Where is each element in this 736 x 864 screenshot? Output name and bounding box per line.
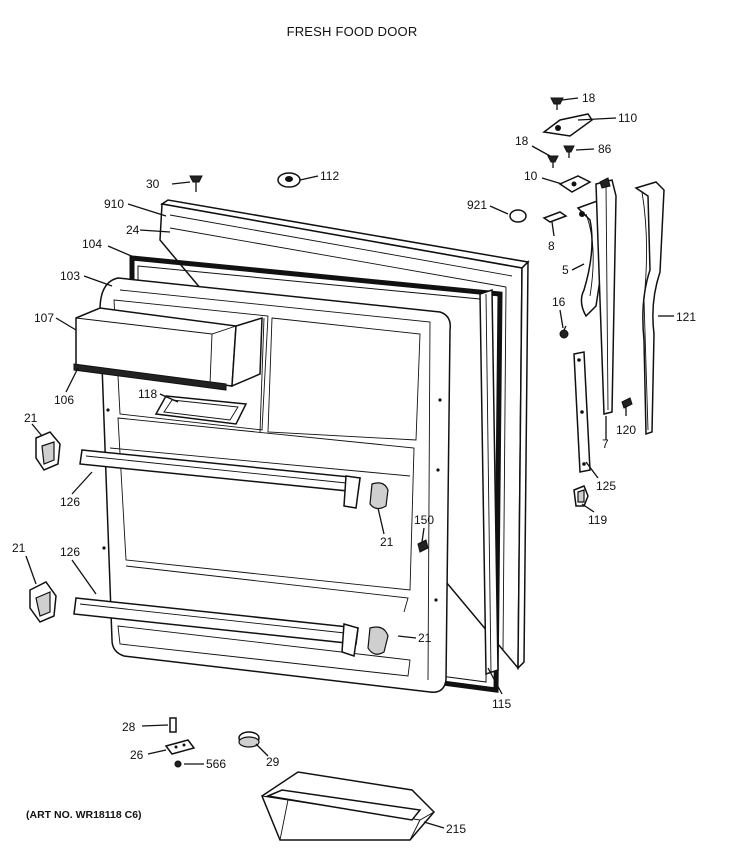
plate-26 bbox=[164, 739, 196, 755]
door-bin-215 bbox=[261, 771, 436, 841]
pin-28 bbox=[169, 717, 177, 733]
handle-trim-7 bbox=[595, 177, 617, 415]
shelf-end-cap bbox=[367, 626, 389, 655]
part-label-24: 24 bbox=[126, 223, 140, 237]
shelf-end-cap-loose bbox=[29, 581, 57, 623]
part-label-120: 120 bbox=[616, 423, 636, 437]
handle-cover-121 bbox=[634, 181, 665, 436]
part-label-21: 21 bbox=[12, 541, 26, 555]
part-label-119: 119 bbox=[588, 513, 607, 527]
part-label-910: 910 bbox=[104, 197, 124, 211]
shelf-end-cap-loose bbox=[35, 431, 61, 471]
hinge-cap-110 bbox=[542, 113, 594, 137]
part-label-118: 118 bbox=[138, 387, 157, 401]
art-number: (ART NO. WR18118 C6) bbox=[26, 809, 142, 821]
handle-bar-125 bbox=[573, 351, 591, 473]
part-label-125: 125 bbox=[596, 479, 616, 493]
door-side-strip bbox=[479, 288, 499, 676]
part-label-112: 112 bbox=[320, 169, 339, 183]
part-label-26: 26 bbox=[130, 748, 144, 762]
part-labels: 18 110 18 86 30 112 10 910 921 24 8 104 … bbox=[12, 91, 696, 836]
butter-tray bbox=[154, 395, 248, 425]
part-label-921: 921 bbox=[467, 198, 487, 212]
part-label-16: 16 bbox=[552, 295, 566, 309]
clip-150 bbox=[417, 539, 429, 553]
screw-120 bbox=[621, 397, 633, 409]
part-label-21: 21 bbox=[418, 631, 432, 645]
part-label-566: 566 bbox=[206, 757, 226, 771]
dairy-compartment-door bbox=[73, 307, 263, 391]
clip-119 bbox=[573, 485, 589, 507]
screw-16 bbox=[559, 325, 569, 339]
part-label-106: 106 bbox=[54, 393, 74, 407]
plug-29 bbox=[238, 731, 260, 748]
part-label-215: 215 bbox=[446, 822, 466, 836]
diagram-title: FRESH FOOD DOOR bbox=[287, 24, 418, 39]
part-label-110: 110 bbox=[618, 111, 637, 125]
plug-112 bbox=[277, 172, 301, 188]
hinge-bracket-10 bbox=[558, 175, 592, 193]
part-label-18: 18 bbox=[582, 91, 596, 105]
shelf-end-cap bbox=[369, 482, 389, 510]
screw-86 bbox=[563, 145, 575, 158]
part-label-10: 10 bbox=[524, 169, 538, 183]
part-label-21: 21 bbox=[24, 411, 38, 425]
part-label-18: 18 bbox=[515, 134, 529, 148]
part-label-30: 30 bbox=[146, 177, 160, 191]
hinge-screw-18-top bbox=[550, 97, 564, 110]
part-label-126: 126 bbox=[60, 545, 80, 559]
part-label-121: 121 bbox=[676, 310, 696, 324]
part-label-8: 8 bbox=[548, 239, 555, 253]
part-label-104: 104 bbox=[82, 237, 102, 251]
door-stop-921 bbox=[509, 209, 527, 223]
door-shelf-rail-upper bbox=[79, 449, 361, 509]
hinge-plate-8 bbox=[542, 211, 568, 223]
part-label-5: 5 bbox=[562, 263, 569, 277]
part-label-86: 86 bbox=[598, 142, 612, 156]
part-label-28: 28 bbox=[122, 720, 136, 734]
part-label-107: 107 bbox=[34, 311, 54, 325]
leader-lines bbox=[25, 97, 674, 829]
part-label-29: 29 bbox=[266, 755, 280, 769]
part-label-150: 150 bbox=[414, 513, 434, 527]
screw-566 bbox=[174, 760, 182, 768]
screw-30 bbox=[189, 175, 203, 192]
part-label-7: 7 bbox=[602, 437, 609, 451]
part-label-21: 21 bbox=[380, 535, 394, 549]
door-shelf-rail-lower bbox=[73, 597, 359, 657]
hinge-screw-18-lower bbox=[547, 155, 559, 168]
part-label-103: 103 bbox=[60, 269, 80, 283]
part-label-126: 126 bbox=[60, 495, 80, 509]
part-label-115: 115 bbox=[492, 697, 511, 711]
